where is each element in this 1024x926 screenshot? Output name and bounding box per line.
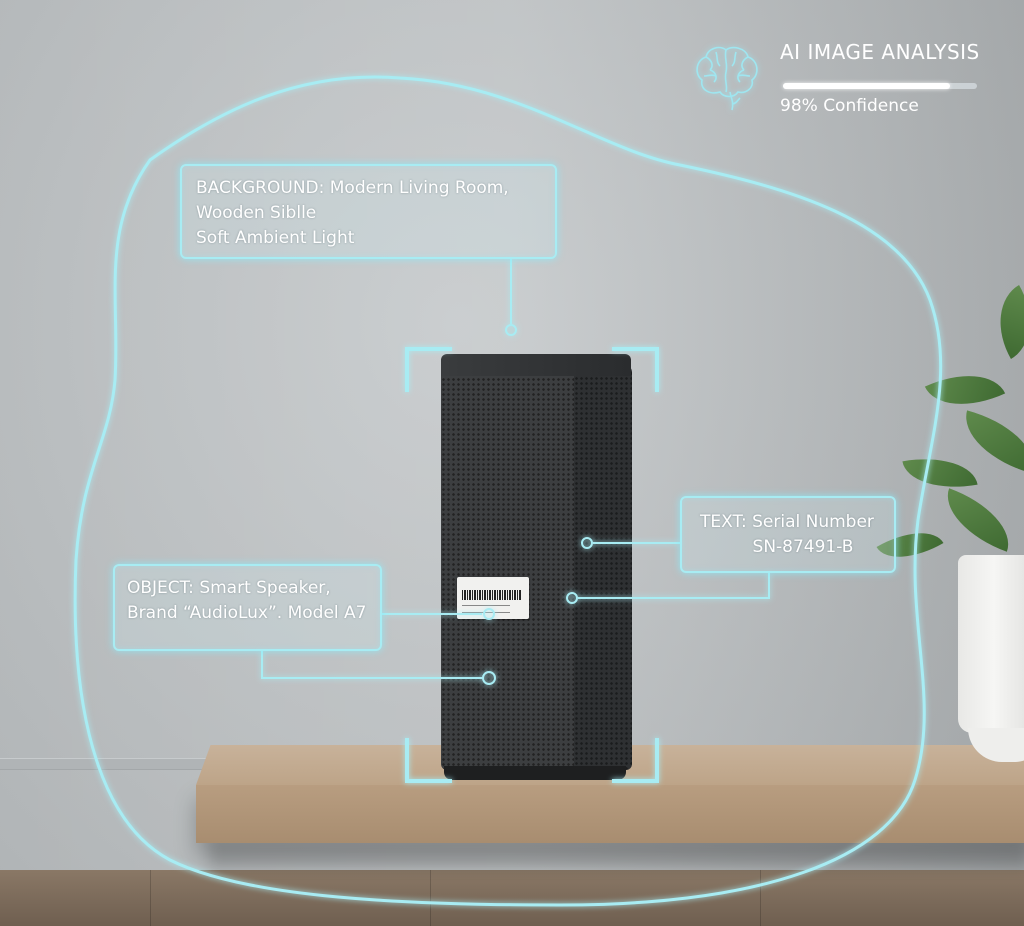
barcode	[462, 590, 522, 600]
shelf-shadow	[210, 843, 1024, 869]
connector-node-sticker	[483, 608, 495, 620]
connector-object-body	[261, 651, 483, 679]
analysis-header: AI IMAGE ANALYSIS 98% Confidence	[688, 38, 988, 128]
segmentation-outline	[73, 75, 943, 907]
connector-node-body	[482, 671, 496, 685]
background-annotation: BACKGROUND: Modern Living Room, Wooden S…	[180, 164, 557, 259]
speaker-front	[441, 372, 574, 770]
shelf-front	[196, 785, 1024, 843]
text-annotation-line: TEXT: Serial Number	[700, 512, 874, 532]
focus-bracket-bottom-left	[405, 738, 452, 783]
connector-node-text-upper	[581, 537, 593, 549]
floor-seam	[150, 870, 151, 926]
floor-seam	[430, 870, 431, 926]
brain-icon	[696, 46, 758, 111]
floor	[0, 870, 1024, 926]
focus-bracket-bottom-right	[612, 738, 659, 783]
confidence-label: 98% Confidence	[780, 96, 919, 116]
object-annotation-line: OBJECT: Smart Speaker,	[127, 578, 331, 598]
serial-number-value: SN-87491-B	[752, 537, 854, 557]
focus-bracket-top-left	[405, 347, 452, 392]
floor-seam	[760, 870, 761, 926]
background-annotation-line: Wooden Siblle	[196, 203, 317, 223]
speaker-base	[444, 766, 626, 780]
focus-brackets	[405, 347, 659, 783]
plant-pot	[958, 555, 1024, 733]
background-annotation-line: Soft Ambient Light	[196, 228, 355, 248]
sticker-print	[462, 605, 510, 613]
connector-text-lower	[578, 573, 770, 599]
background-annotation-line: BACKGROUND: Modern Living Room,	[196, 178, 509, 198]
speaker-top	[441, 354, 631, 376]
confidence-progress-fill	[783, 83, 951, 89]
object-annotation-line: Brand “AudioLux”. Model A7	[127, 603, 367, 623]
connector-node-text-lower	[566, 592, 578, 604]
text-annotation: TEXT: Serial Number SN-87491-B	[680, 496, 896, 573]
focus-bracket-top-right	[612, 347, 659, 392]
header-title: AI IMAGE ANALYSIS	[780, 40, 980, 64]
confidence-progress-bar	[783, 83, 977, 89]
connector-node-background	[505, 324, 517, 336]
speaker-side	[574, 366, 632, 770]
object-annotation: OBJECT: Smart Speaker, Brand “AudioLux”.…	[113, 564, 382, 651]
